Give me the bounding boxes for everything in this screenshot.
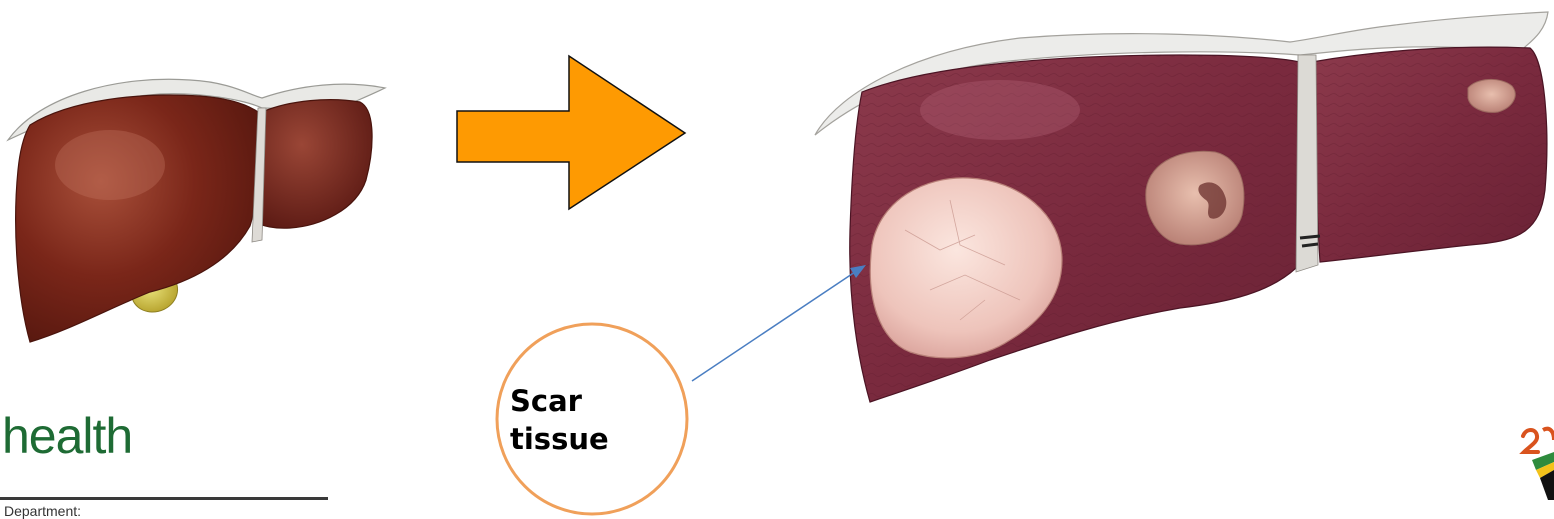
diseased-liver-left-texture bbox=[1312, 47, 1547, 262]
callout-label-line2: tissue bbox=[510, 420, 640, 458]
logo-department-label: Department: bbox=[4, 503, 81, 519]
medium-scar-nodule bbox=[1146, 151, 1244, 245]
badge-digit-two bbox=[1523, 430, 1538, 452]
diseased-liver-ligament-band bbox=[1296, 55, 1318, 272]
badge-digit-zero bbox=[1543, 429, 1554, 440]
healthy-liver-illustration bbox=[8, 79, 385, 342]
cirrhotic-liver-illustration bbox=[815, 12, 1548, 402]
small-scar-nodule bbox=[1468, 79, 1515, 112]
callout-label-line1: Scar bbox=[510, 382, 640, 420]
right-arrow-icon bbox=[457, 56, 685, 209]
healthy-liver-left-lobe bbox=[255, 100, 372, 229]
anniversary-badge-icon bbox=[1523, 429, 1554, 500]
diseased-liver-highlight bbox=[920, 80, 1080, 140]
health-logo-word: health bbox=[2, 408, 132, 464]
arrow-shape bbox=[457, 56, 685, 209]
callout-pointer-line bbox=[692, 270, 858, 381]
callout-label: Scar tissue bbox=[510, 382, 640, 458]
healthy-liver-highlight bbox=[55, 130, 165, 200]
logo-divider bbox=[0, 497, 328, 500]
